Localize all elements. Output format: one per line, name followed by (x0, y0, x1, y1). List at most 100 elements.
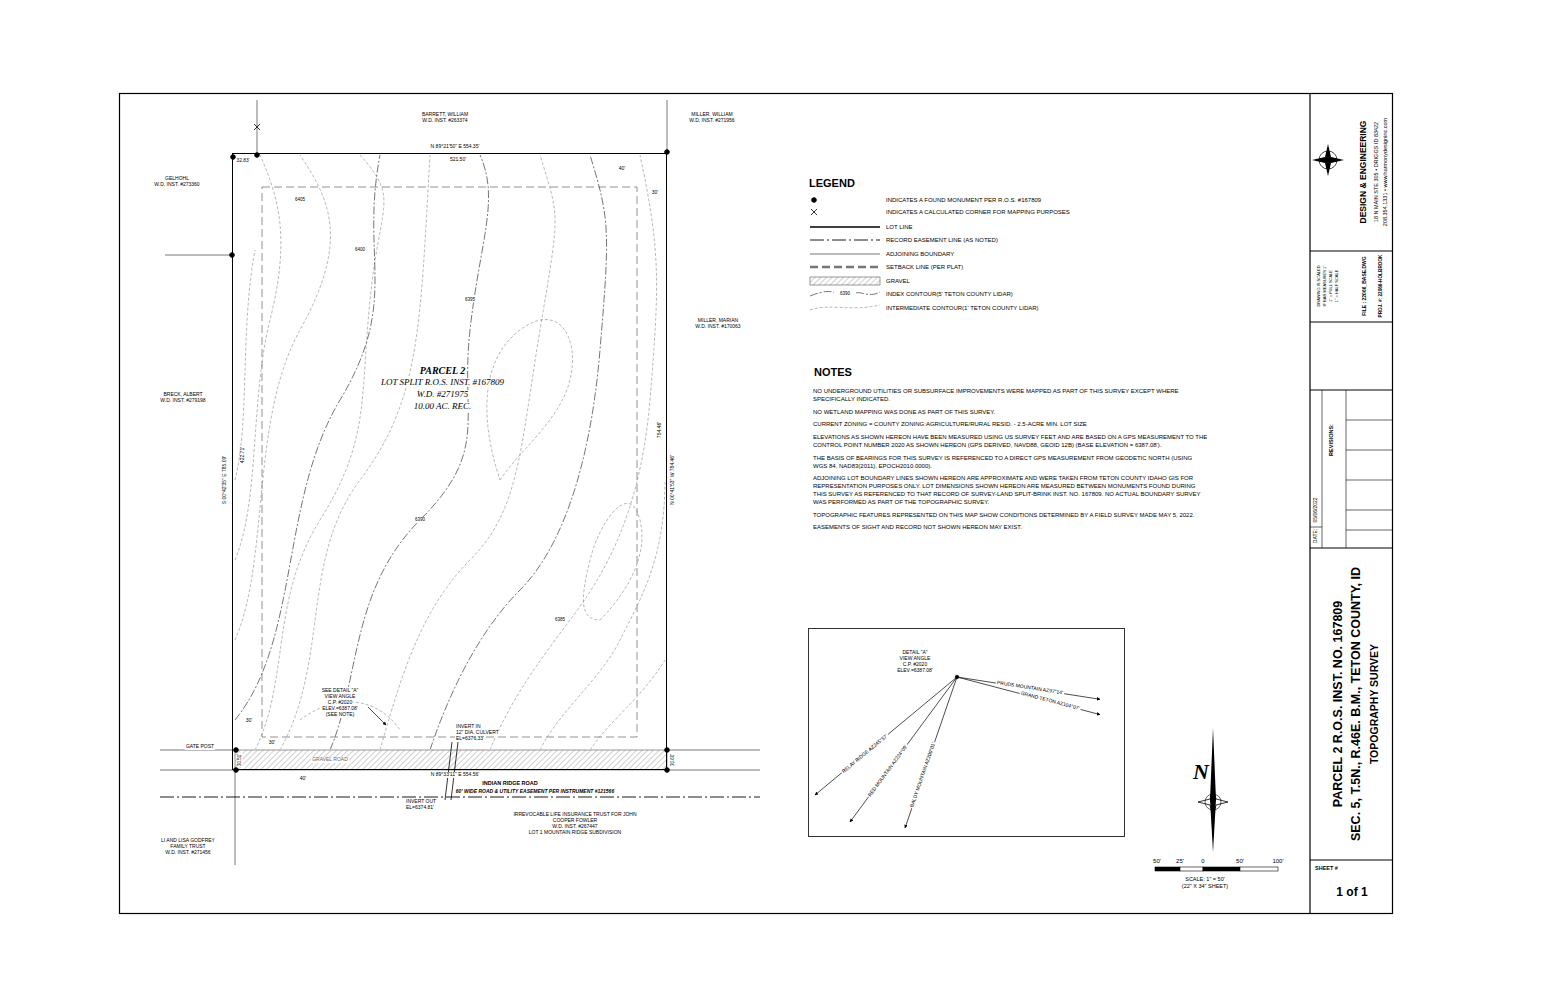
north-arrow (1210, 728, 1216, 852)
survey-note: NO WETLAND MAPPING WAS DONE AS PART OF T… (813, 409, 1208, 417)
detail-view-lines (957, 677, 1100, 715)
contour-lines (235, 155, 330, 640)
map-label: N 89°21'50" E 554.35' (430, 144, 481, 150)
legend-text: INDEX CONTOUR(5' TETON COUNTY LIDAR) (885, 291, 1014, 298)
map-label: (SEE NOTE) (325, 712, 356, 718)
legend-text: GRAVEL (885, 278, 911, 285)
map-label: 30' (268, 740, 277, 746)
map-label: BARRETT, WILLIAM (421, 112, 469, 118)
contour-lines (235, 155, 607, 749)
map-label: FAMILY TRUST (169, 844, 206, 850)
contour-lines (255, 155, 384, 749)
sheet-frame (1346, 530, 1393, 531)
scale-bar (1203, 867, 1240, 871)
map-label: 6405 (294, 198, 306, 203)
survey-monuments (230, 124, 670, 772)
map-label: 25' (1175, 858, 1185, 865)
node-text: RED MOUNTAIN AZ224°09' (866, 743, 909, 798)
survey-note: EASEMENTS OF SIGHT AND RECORD NOT SHOWN … (813, 524, 1208, 532)
map-label: BRECK, ALBERT (162, 392, 203, 398)
contour-lines (300, 702, 400, 730)
parcel-boundary: PARCEL 2LOT SPLIT R.O.S. INST. #167809W.… (232, 153, 667, 770)
map-label: INVERT IN (455, 724, 482, 730)
adjoining-boundary (160, 750, 235, 751)
node-text: RELAY RIDGE AZ245°57' (840, 733, 889, 775)
adjoining-boundary (160, 770, 235, 771)
map-label: 32.83' (236, 158, 251, 163)
node-text: 1" = FULL SCALE (1329, 269, 1333, 303)
setback-line (262, 187, 637, 737)
node-text: DRAWING IS SCALED (1317, 264, 1321, 307)
sheet-frame (1346, 420, 1393, 421)
map-label: COOPER FOWLER (552, 818, 598, 824)
sheet-frame (1322, 390, 1323, 548)
map-label: 40' (618, 166, 627, 172)
node-text: ELEV.=6387.08' (896, 668, 934, 674)
map-label: W.D. INST. #273360 (153, 182, 200, 188)
map-label: 12" DIA. CULVERT (455, 730, 500, 736)
map-label: GRAVEL ROAD (311, 757, 349, 763)
node-text: PARCEL 2 (419, 365, 466, 376)
adjoining-boundary (667, 770, 760, 771)
survey-monuments (234, 768, 239, 773)
contour-lines (583, 503, 642, 620)
node-text: 10.00 AC. REC. (413, 402, 473, 412)
legend-samples (810, 240, 880, 241)
easement-line (160, 797, 760, 798)
north-arrow (1198, 787, 1228, 817)
scale-bar (1155, 867, 1278, 871)
node-text: 18 N MAIN STE 305 • DRIGGS ID 83422 (1373, 121, 1379, 223)
legend-samples (810, 198, 880, 310)
detail-view-lines (815, 675, 1100, 828)
contour-lines (590, 660, 665, 749)
easement-line (160, 797, 760, 798)
map-label: W.D. INST. #271956 (688, 118, 735, 124)
contour-lines (235, 250, 255, 480)
survey-monuments (665, 748, 670, 753)
survey-monuments (665, 768, 670, 773)
contour-lines (540, 480, 665, 749)
map-label: W.D. INST. #267447 (551, 824, 598, 830)
contour-lines (490, 155, 657, 749)
node-text: FILE : 22066_BASE.DWG (1362, 255, 1368, 316)
node-text: PROJ. #: 22066-HOLBROOK (1378, 254, 1383, 319)
contour-lines (330, 155, 489, 749)
map-label: 30' (245, 718, 254, 724)
contour-lines (235, 155, 380, 720)
node-text: SEC. 5, T.5N., R.46E. B.M., TETON COUNTY… (1350, 566, 1364, 842)
setback-line (262, 187, 637, 737)
map-label: LI AND LISA GODFREY (160, 838, 216, 844)
adjoining-boundary (235, 770, 236, 865)
adjoining-boundary (160, 100, 760, 865)
map-label: N (1192, 760, 1210, 784)
node-text: 05/06/2022 (1313, 496, 1319, 523)
legend-text: ADJOINING BOUNDARY (885, 251, 955, 258)
map-label: 6390 (839, 292, 851, 297)
contour-lines (487, 320, 573, 480)
legend-samples (810, 266, 880, 269)
map-label: GATE POST (185, 744, 215, 750)
survey-note: CURRENT ZONING = COUNTY ZONING:AGRICULTU… (813, 421, 1208, 429)
node-text: BALDY MOUNTAIN AZ200°01' (909, 741, 937, 809)
legend-samples (810, 305, 880, 310)
company-logo (1312, 144, 1344, 176)
detail-view-box: DETAIL "A"VIEW ANGLEC.P. #2020ELEV.=6387… (808, 628, 1125, 837)
legend-text: LOT LINE (885, 224, 914, 231)
sheet-frame (1310, 390, 1393, 391)
node-text: 1" = HALF SCALE (1335, 269, 1339, 304)
map-label: C.P. #2020 (327, 700, 353, 706)
map-label: 754.46' (657, 421, 663, 439)
adjoining-boundary (165, 255, 232, 256)
survey-note: ADJOINING LOT BOUNDARY LINES SHOWN HEREO… (813, 475, 1208, 506)
map-label: 100' (1271, 858, 1284, 865)
map-label: 0 (1200, 858, 1205, 865)
node-text: PARCEL 2 R.O.S. INST. NO. 167809 (1332, 600, 1346, 809)
map-label: LOT 1 MOUNTAIN RIDGE SUBDIVISION (528, 830, 622, 836)
revisions-cell: DATE:05/06/2022REVISIONS: (1310, 390, 1393, 548)
map-label: W.D. INST. #263374 (421, 118, 468, 124)
legend-text: SETBACK LINE (PER PLAT) (885, 264, 964, 271)
legend-samples (810, 291, 880, 296)
map-label: SEE DETAIL "A" (321, 688, 360, 694)
sheet-frame (1310, 860, 1393, 861)
sheet-frame (1346, 450, 1393, 451)
